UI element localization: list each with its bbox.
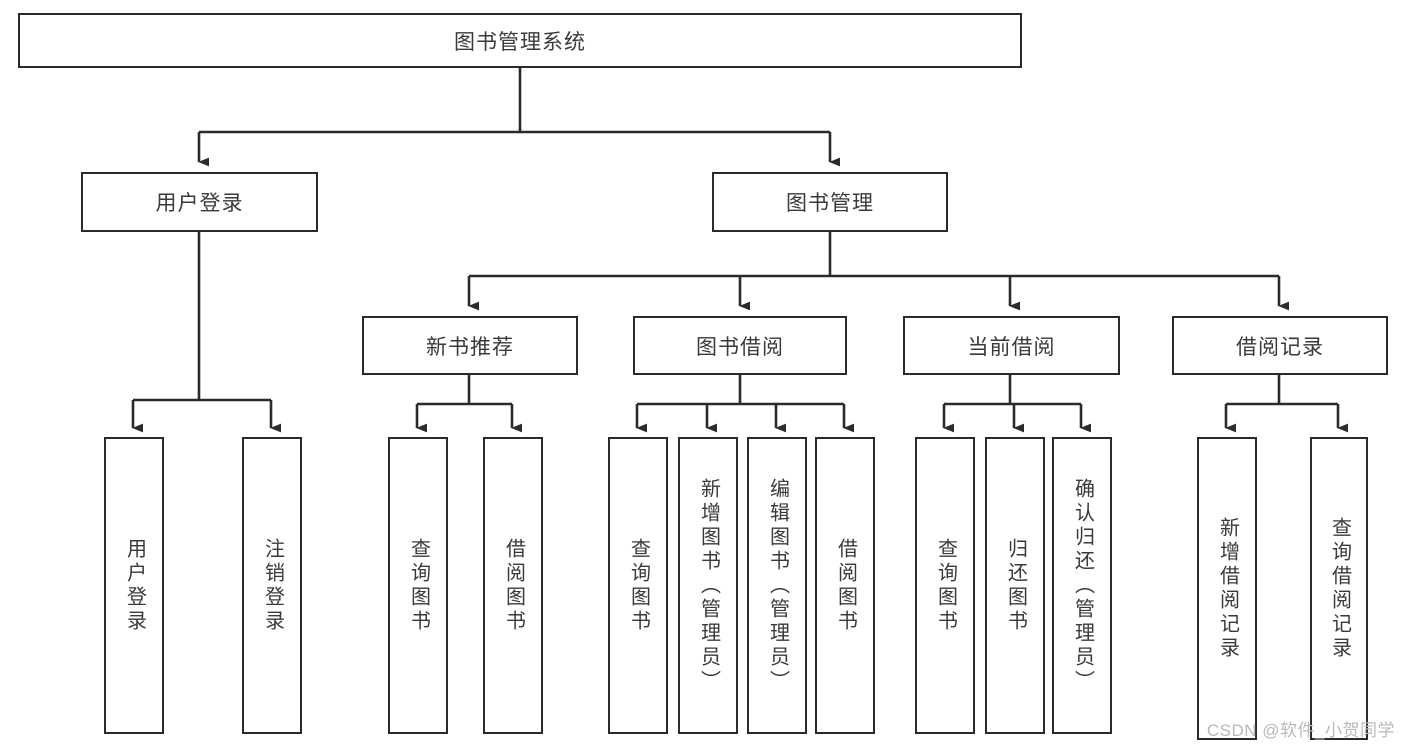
leaf-borrow-book-1[interactable]: 借阅图书 [483,437,543,734]
leaf-add-record-label: 新增借阅记录 [1216,516,1239,661]
leaf-query-book-2[interactable]: 查询图书 [608,437,668,734]
leaf-add-record[interactable]: 新增借阅记录 [1197,437,1257,740]
leaf-add-book-label: 新增图书（管理员） [697,477,720,694]
node-new-book-rec-label: 新书推荐 [426,335,514,359]
node-book-manage-label: 图书管理 [786,192,874,215]
leaf-confirm-return-label: 确认归还（管理员） [1071,477,1094,694]
node-current-borrow-label: 当前借阅 [967,335,1056,359]
node-book-borrow[interactable]: 图书借阅 [633,316,847,375]
node-borrow-record-label: 借阅记录 [1236,335,1324,359]
leaf-query-book-2-label: 查询图书 [627,537,650,634]
leaf-query-record-label: 查询借阅记录 [1328,516,1351,661]
leaf-return-book-label: 归还图书 [1004,537,1027,634]
node-current-borrow[interactable]: 当前借阅 [903,316,1120,375]
leaf-borrow-book-2[interactable]: 借阅图书 [815,437,875,734]
node-root[interactable]: 图书管理系统 [18,13,1022,68]
node-new-book-rec[interactable]: 新书推荐 [362,316,578,375]
node-user-login[interactable]: 用户登录 [81,172,318,232]
leaf-borrow-book-1-label: 借阅图书 [502,537,525,634]
node-book-manage[interactable]: 图书管理 [712,172,948,232]
leaf-confirm-return[interactable]: 确认归还（管理员） [1052,437,1112,734]
leaf-query-book-3-label: 查询图书 [934,537,957,634]
leaf-user-login-label: 用户登录 [123,537,146,634]
leaf-query-book-1[interactable]: 查询图书 [388,437,448,734]
leaf-query-record[interactable]: 查询借阅记录 [1310,437,1368,740]
leaf-edit-book-label: 编辑图书（管理员） [766,477,789,694]
leaf-edit-book[interactable]: 编辑图书（管理员） [747,437,807,734]
leaf-borrow-book-2-label: 借阅图书 [834,537,857,634]
leaf-user-login[interactable]: 用户登录 [104,437,164,734]
node-root-label: 图书管理系统 [454,30,586,54]
leaf-user-logout-label: 注销登录 [261,537,284,634]
node-borrow-record[interactable]: 借阅记录 [1172,316,1388,375]
leaf-query-book-1-label: 查询图书 [407,537,430,634]
node-user-login-label: 用户登录 [155,192,244,215]
leaf-query-book-3[interactable]: 查询图书 [915,437,975,734]
leaf-add-book[interactable]: 新增图书（管理员） [678,437,738,734]
watermark: CSDN @软件_小贺同学 [1206,721,1395,740]
leaf-user-logout[interactable]: 注销登录 [242,437,302,734]
leaf-return-book[interactable]: 归还图书 [985,437,1045,734]
node-book-borrow-label: 图书借阅 [696,335,784,359]
